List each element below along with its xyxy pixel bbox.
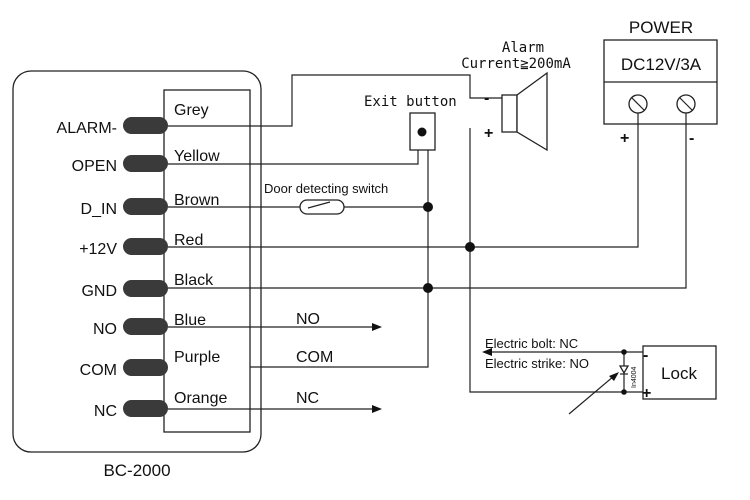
lock-bolt-note: Electric bolt: NC — [485, 336, 578, 351]
wire-red — [168, 112, 639, 248]
power-supply: POWER DC12V/3A + - — [603, 18, 718, 147]
lock: Lock - + Electric bolt: NC Electric stri… — [485, 336, 717, 415]
wire-brown-label: Brown — [174, 192, 219, 209]
power-plus-terminal-icon — [628, 94, 648, 114]
terminal-labels: ALARM- OPEN D_IN +12V GND NO COM NC — [57, 120, 118, 420]
wire-common-vertical — [250, 150, 429, 368]
diode-icon — [618, 349, 630, 395]
controller-model: BC-2000 — [103, 461, 170, 480]
terminal-block — [163, 89, 251, 433]
terminal-no-label: NO — [93, 321, 117, 338]
door-switch-contact-icon — [307, 201, 331, 209]
door-switch-label: Door detecting switch — [264, 181, 388, 196]
terminal-alarm-label: ALARM- — [57, 120, 117, 137]
lock-box — [642, 345, 717, 400]
pin-12v — [123, 238, 168, 255]
exit-button-body — [409, 112, 436, 151]
pin-gnd — [123, 280, 168, 297]
door-switch-body — [299, 199, 345, 215]
terminal-gnd-label: GND — [81, 283, 117, 300]
exit-button-label: Exit button — [364, 94, 457, 110]
power-plus: + — [620, 130, 629, 147]
lock-arrow-icon — [482, 348, 492, 356]
terminal-pins — [123, 117, 168, 417]
alarm-plus: + — [484, 125, 493, 142]
wire-purple-label: Purple — [174, 349, 220, 366]
relay-no-label: NO — [296, 311, 320, 328]
wire-lock-plus — [469, 247, 643, 393]
alarm-current: Current≧200mA — [461, 56, 571, 72]
diode-pointer — [568, 375, 615, 415]
alarm-speaker-cone-icon — [516, 71, 548, 152]
wire-grey-label: Grey — [174, 102, 209, 119]
alarm: Alarm Current≧200mA - + — [461, 40, 571, 152]
controller-body — [12, 70, 262, 453]
relay-nc-label: NC — [296, 390, 319, 407]
terminal-nc-label: NC — [94, 403, 117, 420]
junction-brown — [423, 202, 433, 212]
wire-yellow-label: Yellow — [174, 148, 220, 165]
pin-no — [123, 318, 168, 335]
relay-com-label: COM — [296, 349, 333, 366]
alarm-minus: - — [484, 90, 489, 107]
junction-black — [423, 283, 433, 293]
lock-strike-note: Electric strike: NO — [485, 356, 589, 371]
power-rating: DC12V/3A — [621, 55, 702, 74]
junction-red — [465, 242, 475, 252]
wire-black-label: Black — [174, 272, 214, 289]
nc-arrow-icon — [372, 405, 382, 413]
wire-red-label: Red — [174, 232, 203, 249]
terminal-12v-label: +12V — [79, 241, 117, 258]
door-switch: Door detecting switch — [264, 181, 388, 215]
pin-nc — [123, 400, 168, 417]
lock-minus: - — [643, 347, 648, 364]
pin-com — [123, 359, 168, 376]
diode-pointer-arrow-icon — [609, 372, 619, 381]
power-minus: - — [689, 130, 694, 147]
pin-alarm — [123, 117, 168, 134]
terminal-d-in-label: D_IN — [81, 201, 117, 218]
wire-blue-label: Blue — [174, 312, 206, 329]
alarm-title: Alarm — [502, 40, 544, 56]
junctions — [423, 202, 475, 293]
exit-button: Exit button — [364, 94, 457, 151]
diode-label: In4004 — [631, 366, 638, 388]
terminal-com-label: COM — [80, 362, 117, 379]
pin-d-in — [123, 198, 168, 215]
lock-plus: + — [642, 385, 651, 402]
wire-color-labels: Grey Yellow Brown Red Black Blue Purple … — [174, 102, 227, 407]
pin-open — [123, 155, 168, 172]
lock-label: Lock — [661, 364, 697, 383]
no-arrow-icon — [372, 323, 382, 331]
wire-yellow — [168, 150, 419, 165]
terminal-open-label: OPEN — [72, 158, 117, 175]
alarm-speaker-magnet — [501, 94, 518, 133]
power-minus-terminal-icon — [676, 94, 696, 114]
wire-orange-label: Orange — [174, 390, 227, 407]
wire-black — [168, 112, 687, 289]
wires — [168, 74, 687, 413]
exit-button-knob-icon — [417, 127, 427, 137]
wire-grey — [168, 74, 502, 127]
power-title: POWER — [629, 18, 693, 37]
